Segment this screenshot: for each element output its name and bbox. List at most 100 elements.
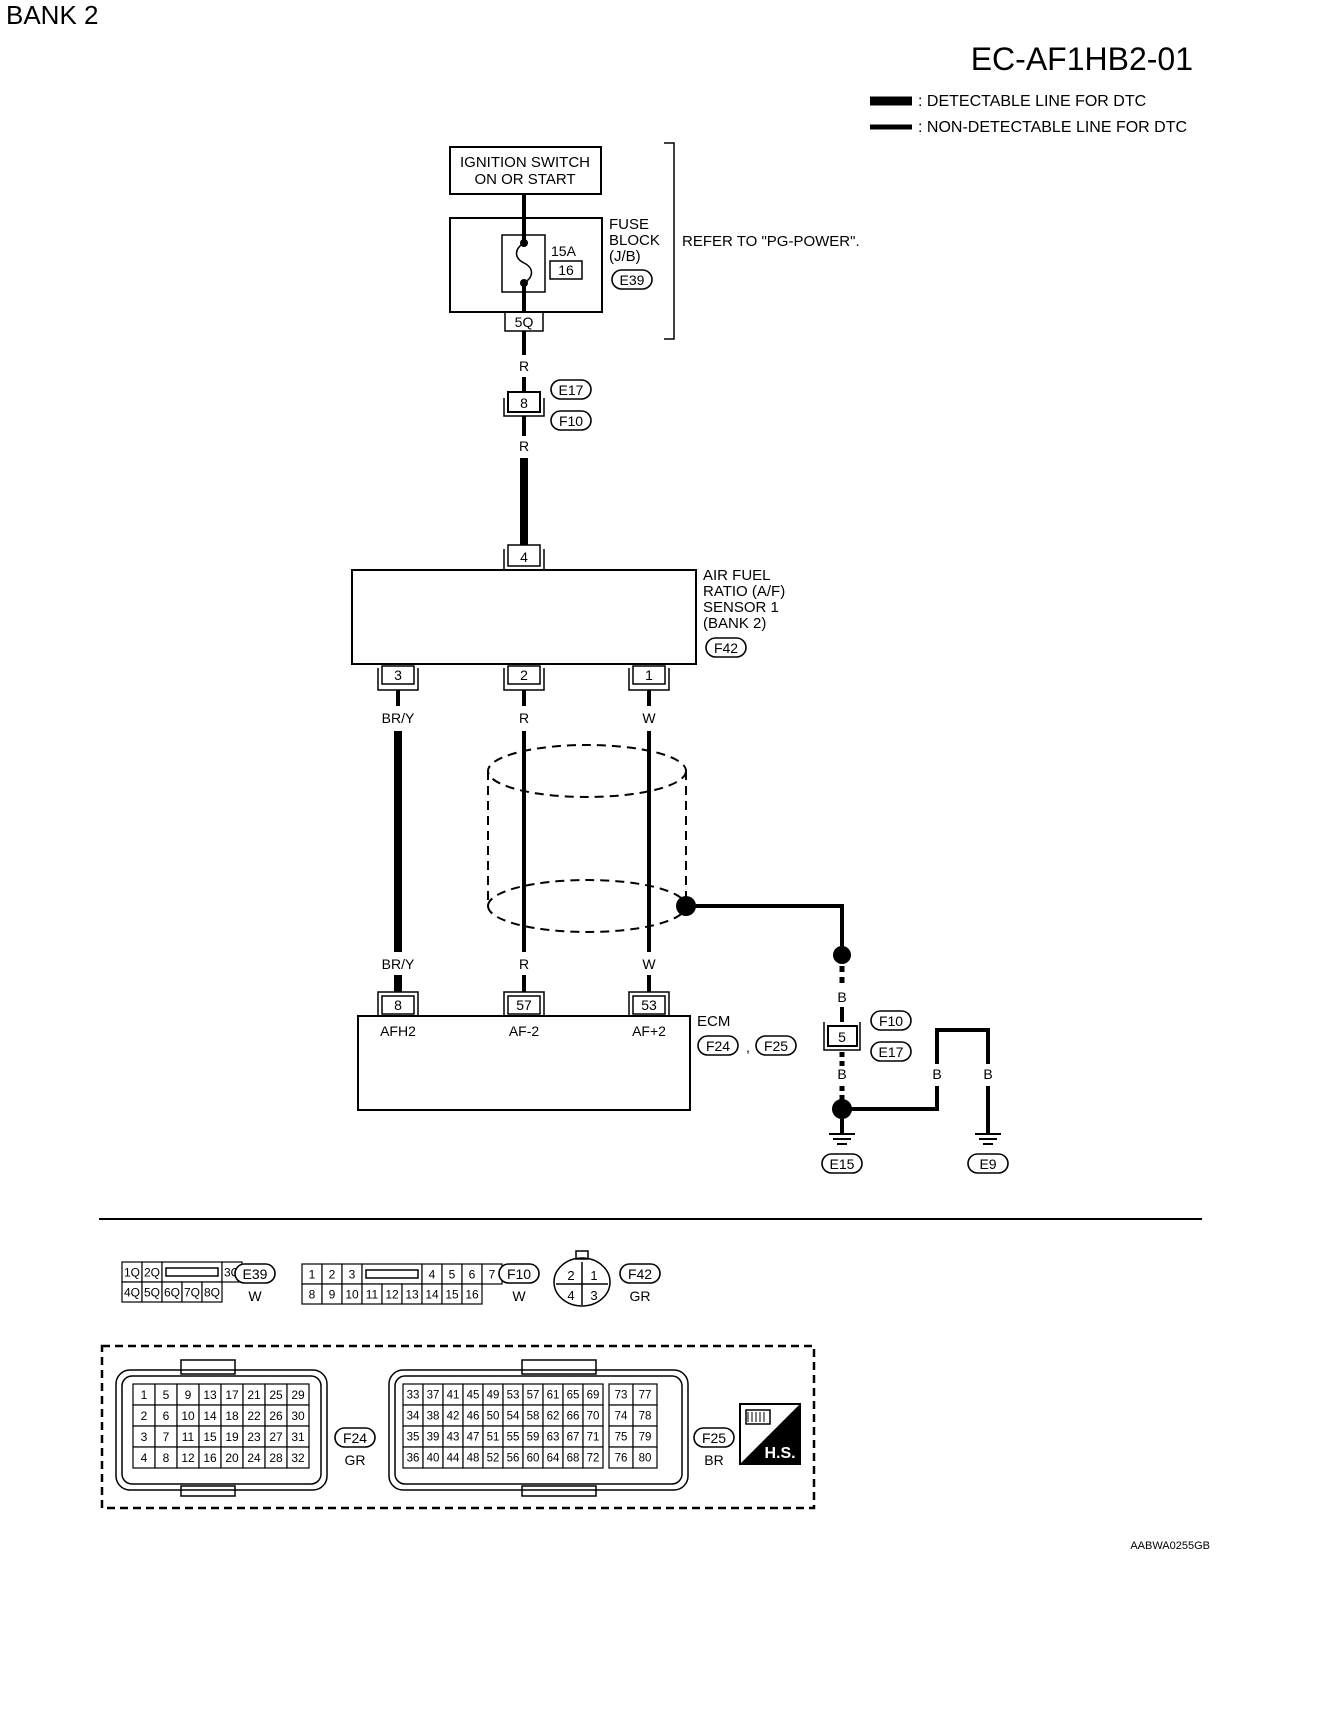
svg-text:F25: F25 bbox=[702, 1430, 726, 1446]
pin-label: 14 bbox=[203, 1409, 217, 1423]
pin-label: 47 bbox=[467, 1432, 480, 1444]
pin-label: 1 bbox=[309, 1267, 316, 1281]
svg-text:F42: F42 bbox=[628, 1266, 652, 1282]
pin-label: 57 bbox=[527, 1390, 540, 1402]
pin-label: 77 bbox=[639, 1390, 652, 1402]
bank-label: BANK 2 bbox=[6, 0, 99, 30]
pin-label: 16 bbox=[203, 1451, 217, 1465]
svg-text:1: 1 bbox=[645, 667, 653, 683]
svg-text:B: B bbox=[983, 1066, 992, 1082]
pin-label: 79 bbox=[639, 1432, 652, 1444]
pin-label: 7 bbox=[489, 1267, 496, 1281]
pin-label: 12 bbox=[181, 1451, 195, 1465]
pin-label: 11 bbox=[366, 1287, 379, 1301]
connector-cavity bbox=[582, 1446, 604, 1469]
pin-label: 53 bbox=[507, 1390, 520, 1402]
connector-f42-face bbox=[553, 1250, 611, 1307]
pin-label: 16 bbox=[465, 1287, 479, 1301]
pin-label: 30 bbox=[291, 1409, 305, 1423]
ground-e9-icon: E9 bbox=[967, 1133, 1009, 1174]
svg-text:E17: E17 bbox=[559, 382, 584, 398]
pin-label: 2 bbox=[141, 1409, 148, 1423]
svg-text:E39: E39 bbox=[243, 1266, 268, 1282]
svg-text:AF-2: AF-2 bbox=[509, 1023, 540, 1039]
svg-text:W: W bbox=[642, 956, 656, 972]
pin-label: 15 bbox=[445, 1287, 459, 1301]
pin-label: 55 bbox=[507, 1432, 520, 1444]
svg-text:AF+2: AF+2 bbox=[632, 1023, 666, 1039]
fuse-block: 15A 16 FUSE BLOCK (J/B) E39 5Q bbox=[449, 216, 660, 332]
svg-text:F10: F10 bbox=[507, 1266, 531, 1282]
svg-text:BLOCK: BLOCK bbox=[609, 232, 660, 249]
svg-text:R: R bbox=[519, 710, 529, 726]
fuse-terminal: 5Q bbox=[515, 314, 534, 330]
af-sensor: 4 AIR FUEL RATIO (A/F) SENSOR 1 (BANK 2)… bbox=[351, 544, 785, 691]
pin-label: 9 bbox=[185, 1388, 192, 1402]
pin-label: 61 bbox=[547, 1390, 560, 1402]
pin-label: 42 bbox=[447, 1411, 460, 1423]
pin-label: 73 bbox=[615, 1390, 628, 1402]
joint-connector-e17-f10: 8 E17 F10 bbox=[503, 379, 592, 431]
pin-label: 9 bbox=[329, 1287, 336, 1301]
pin-label: 27 bbox=[269, 1430, 283, 1444]
pin-label: 39 bbox=[427, 1432, 440, 1444]
pin-label: 76 bbox=[615, 1453, 628, 1465]
pin-label: 5Q bbox=[144, 1285, 160, 1299]
pin-label: 40 bbox=[427, 1453, 440, 1465]
pin-label: 3 bbox=[349, 1267, 356, 1281]
pin-label: 25 bbox=[269, 1388, 283, 1402]
svg-text:F10: F10 bbox=[559, 413, 583, 429]
svg-text:GR: GR bbox=[345, 1452, 366, 1468]
pin-label: 35 bbox=[407, 1432, 420, 1444]
pin-label: 24 bbox=[247, 1451, 261, 1465]
pin-label: 36 bbox=[407, 1453, 420, 1465]
pin-label: 31 bbox=[291, 1430, 305, 1444]
pin-label: 66 bbox=[567, 1411, 580, 1423]
pin-label: 62 bbox=[547, 1411, 560, 1423]
pin-label: 10 bbox=[181, 1409, 195, 1423]
pin-label: 74 bbox=[615, 1411, 628, 1423]
svg-text:3: 3 bbox=[590, 1288, 597, 1303]
refer-note: REFER TO "PG-POWER". bbox=[682, 233, 860, 250]
ecm: 8 57 53 AFH2 AF-2 AF+2 ECM F24 , F25 bbox=[357, 991, 797, 1111]
svg-text:,: , bbox=[746, 1039, 750, 1055]
pin-label: 50 bbox=[487, 1411, 500, 1423]
pin-label: 32 bbox=[291, 1451, 305, 1465]
svg-text:R: R bbox=[519, 438, 529, 454]
ground-e15-icon: E15 bbox=[821, 1119, 863, 1174]
svg-text:(J/B): (J/B) bbox=[609, 248, 641, 265]
pin-label: 51 bbox=[487, 1432, 500, 1444]
connector-cavity bbox=[632, 1446, 658, 1469]
pin-label: 49 bbox=[487, 1390, 500, 1402]
pin-label: 33 bbox=[407, 1390, 420, 1402]
ground-e15-label: E15 bbox=[830, 1156, 855, 1172]
pin-label: 6 bbox=[163, 1409, 170, 1423]
svg-text:53: 53 bbox=[641, 997, 657, 1013]
svg-text:W: W bbox=[512, 1288, 526, 1304]
pin-label: 5 bbox=[163, 1388, 170, 1402]
svg-text:1: 1 bbox=[590, 1268, 597, 1283]
pin-label: 70 bbox=[587, 1411, 600, 1423]
svg-text:5: 5 bbox=[838, 1029, 846, 1045]
ground-e9-label: E9 bbox=[979, 1156, 996, 1172]
svg-text:RATIO (A/F): RATIO (A/F) bbox=[703, 583, 785, 600]
pin-label: 34 bbox=[407, 1411, 420, 1423]
connector-cavity bbox=[201, 1281, 223, 1303]
pin-label: 23 bbox=[247, 1430, 261, 1444]
connector-e39-tag: E39 bbox=[620, 272, 645, 288]
svg-text:FUSE: FUSE bbox=[609, 216, 649, 233]
svg-text:ECM: ECM bbox=[697, 1013, 730, 1030]
connector-f24-tag: F24 bbox=[706, 1038, 730, 1054]
hs-badge-icon: H.S. bbox=[739, 1403, 801, 1465]
svg-text:4: 4 bbox=[567, 1288, 574, 1303]
svg-text:AIR FUEL: AIR FUEL bbox=[703, 567, 771, 584]
pin-label: 28 bbox=[269, 1451, 283, 1465]
pin-label: 18 bbox=[225, 1409, 239, 1423]
svg-text:F10: F10 bbox=[879, 1013, 903, 1029]
pin-label: 56 bbox=[507, 1453, 520, 1465]
pin-label: 44 bbox=[447, 1453, 460, 1465]
svg-text:IGNITION SWITCH: IGNITION SWITCH bbox=[460, 154, 590, 171]
